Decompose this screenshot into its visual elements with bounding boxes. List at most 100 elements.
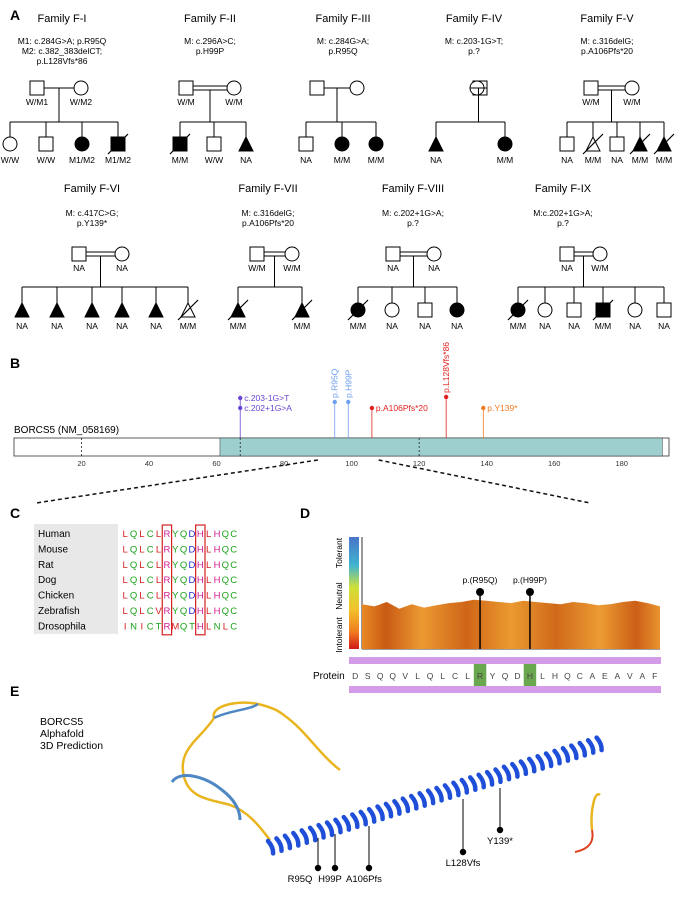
residue-letter: Q [564,671,571,681]
residue: Q [130,544,137,555]
residue: L [139,560,144,571]
mother-symbol [73,80,89,96]
residue: Q [180,529,187,540]
residue: Q [130,529,137,540]
variant-label: p.L128Vfs*86 [441,342,451,393]
variant-head [525,588,534,596]
tick-label: 160 [548,459,561,468]
mother-symbol [349,80,365,96]
residue: L [206,591,211,602]
helix-turn [560,746,571,763]
disordered-loop [574,829,594,853]
tick-label: 100 [345,459,358,468]
helix-turn [274,836,284,854]
helix-turn [535,753,545,771]
species-name: Human [38,529,70,540]
helix-turn [459,777,470,795]
genotype-label: W/W [205,155,223,165]
helix-turn [518,759,529,777]
site-label: Y139* [487,836,513,847]
mutation-label: M: c.284G>A; [317,36,369,46]
residue: Q [180,591,187,602]
residue-letter: E [602,671,608,681]
variant-head [346,399,351,405]
residue: Q [222,591,229,602]
genotype-label: M/M [294,321,311,331]
genotype-label: NA [300,155,312,165]
site-label: L128Vfs [446,858,481,869]
child-female-symbol [368,136,384,152]
child-male-symbol [38,136,54,152]
family-title: Family F-III [316,13,371,25]
residue: Q [180,544,187,555]
residue: L [206,621,211,632]
tick-label: 20 [77,459,85,468]
helix-turn [265,838,276,856]
residue: L [123,591,128,602]
mutation-label: M: c.203-1G>T; [445,36,503,46]
disordered-loop [590,792,601,831]
residue-highlight [523,664,537,686]
residue-letter: Q [427,671,434,681]
genotype-label: NA [150,321,162,331]
residue-letter: C [452,671,458,681]
child-female-symbol [537,302,553,318]
residue: Y [172,560,179,571]
residue: H [197,544,204,555]
residue: M [171,621,179,632]
child-female-symbol [334,136,350,152]
helix-turn [408,793,419,811]
genotype-label: NA [240,155,252,165]
residue: L [156,575,161,586]
mutation-label: p.? [468,46,480,56]
mutation-label: p.R95Q [328,46,358,56]
residue: C [230,621,237,632]
residue-letter: A [590,671,596,681]
variant-head [443,394,449,400]
tick-label: 60 [212,459,220,468]
residue-letter: L [440,671,445,681]
conserved-column-box [195,524,206,636]
helix-turn [316,822,326,840]
deceased-slash [629,133,651,155]
helix-turn [324,820,335,838]
deceased-slash [227,299,249,321]
residue-letter: F [652,671,657,681]
residue-letter: L [465,671,470,681]
residue: Y [172,529,179,540]
variant-label: p.A106Pfs*20 [376,403,428,413]
helix-turn [282,833,293,851]
variant-head [238,405,243,411]
genotype-label: NA [568,321,580,331]
deceased-slash [169,133,191,155]
disordered-loop [181,717,271,841]
residue: L [206,544,211,555]
helix-turn [434,785,444,803]
tick-label: 140 [480,459,493,468]
child-female-symbol [449,302,465,318]
structure-caption: BORCS5 [40,716,83,728]
family-title: Family F-IX [535,183,592,195]
residue: R [163,621,170,632]
residue: T [189,621,195,632]
genotype-label: W/M [248,263,265,273]
residue: L [123,606,128,617]
helix-turn [341,814,352,832]
child-unknown-sex-symbol [148,301,164,318]
mother-symbol [284,246,300,262]
helix-turn [307,825,318,843]
variant-label: p.(H99P) [513,575,547,585]
child-male-symbol [559,136,575,152]
species-name: Drosophila [38,621,86,632]
genotype-label: NA [451,321,463,331]
helix-turn [442,783,453,801]
genotype-label: M/M [230,321,247,331]
residue: D [189,606,196,617]
